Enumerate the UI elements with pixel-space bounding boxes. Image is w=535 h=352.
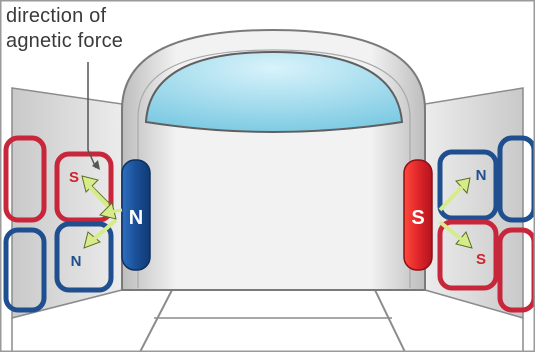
caption-line-2: agnetic force [6,29,123,54]
left-wall-top-pole-label: S [69,169,79,186]
train-left-pole-label: N [129,207,143,229]
right-wall-top-pole-label: N [476,167,487,184]
force-direction-caption: direction of agnetic force [6,4,123,54]
caption-line-1: direction of [6,4,123,29]
track-floor [12,290,523,352]
left-wall-bottom-pole-label: N [71,253,82,270]
right-wall-bottom-pole-label: S [476,251,486,268]
train-right-pole-label: S [411,207,424,229]
